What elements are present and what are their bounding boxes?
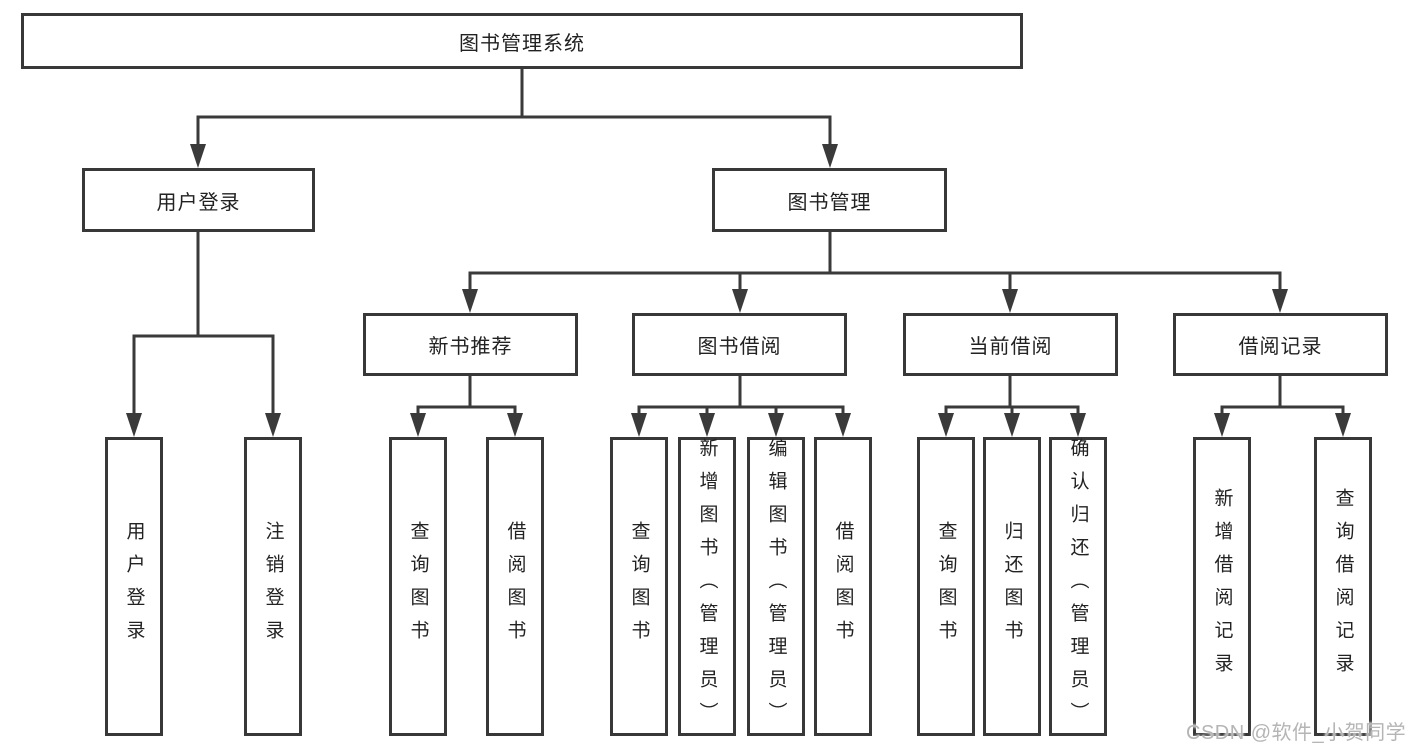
leaf-add-books-admin-label: 新增图书（管理员） (696, 438, 718, 735)
leaf-query-books-recommend-label: 查询图书 (407, 520, 429, 653)
node-book-management-label: 图书管理 (787, 191, 872, 214)
leaf-query-books-current: 查询图书 (917, 437, 975, 736)
leaf-borrow-books-label: 借阅图书 (832, 520, 854, 653)
node-user-login-label: 用户登录 (156, 191, 241, 214)
connector-user-login (126, 232, 281, 437)
leaf-add-books-admin: 新增图书（管理员） (678, 437, 736, 736)
leaf-confirm-return-admin: 确认归还（管理员） (1049, 437, 1107, 736)
leaf-logout: 注销登录 (244, 437, 302, 736)
leaf-edit-books-admin: 编辑图书（管理员） (747, 437, 805, 736)
node-current-borrowing: 当前借阅 (903, 313, 1118, 376)
node-root-label: 图书管理系统 (459, 32, 585, 55)
leaf-logout-label: 注销登录 (262, 520, 284, 653)
leaf-add-borrow-record: 新增借阅记录 (1193, 437, 1251, 736)
leaf-query-books-current-label: 查询图书 (935, 520, 957, 653)
leaf-query-books-borrow: 查询图书 (610, 437, 668, 736)
node-root: 图书管理系统 (21, 13, 1023, 69)
node-user-login: 用户登录 (82, 168, 315, 232)
leaf-borrow-books-recommend: 借阅图书 (486, 437, 544, 736)
leaf-query-books-recommend: 查询图书 (389, 437, 447, 736)
node-book-borrowing: 图书借阅 (632, 313, 847, 376)
connector-root (190, 69, 838, 168)
leaf-user-login: 用户登录 (105, 437, 163, 736)
connector-book-borrowing (631, 376, 851, 437)
node-book-borrowing-label: 图书借阅 (697, 336, 782, 358)
leaf-query-borrow-record-label: 查询借阅记录 (1332, 487, 1354, 686)
node-borrowing-records-label: 借阅记录 (1238, 336, 1323, 358)
leaf-borrow-books-recommend-label: 借阅图书 (504, 520, 526, 653)
watermark-text: CSDN @软件_小贺同学 (1186, 722, 1405, 744)
node-current-borrowing-label: 当前借阅 (968, 336, 1053, 358)
leaf-confirm-return-admin-label: 确认归还（管理员） (1067, 438, 1089, 735)
connector-current-borrowing (938, 376, 1086, 437)
leaf-borrow-books: 借阅图书 (814, 437, 872, 736)
leaf-edit-books-admin-label: 编辑图书（管理员） (765, 438, 787, 735)
connector-new-book-recommendation (410, 376, 523, 437)
connector-book-management (462, 232, 1288, 313)
node-borrowing-records: 借阅记录 (1173, 313, 1388, 376)
connector-borrowing-records (1214, 376, 1351, 437)
node-book-management: 图书管理 (712, 168, 947, 232)
leaf-user-login-label: 用户登录 (123, 520, 145, 653)
node-new-book-recommendation-label: 新书推荐 (428, 336, 513, 358)
leaf-return-books-label: 归还图书 (1001, 520, 1023, 653)
leaf-return-books: 归还图书 (983, 437, 1041, 736)
leaf-add-borrow-record-label: 新增借阅记录 (1211, 487, 1233, 686)
leaf-query-books-borrow-label: 查询图书 (628, 520, 650, 653)
node-new-book-recommendation: 新书推荐 (363, 313, 578, 376)
leaf-query-borrow-record: 查询借阅记录 (1314, 437, 1372, 736)
